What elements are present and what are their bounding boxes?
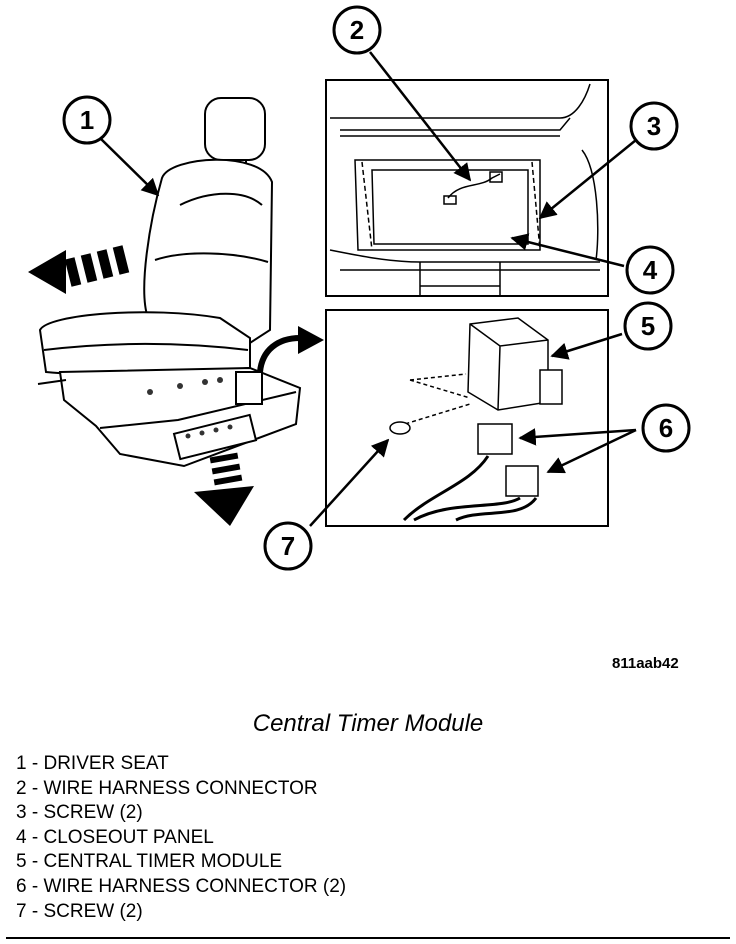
- legend-item: 1 - DRIVER SEAT: [16, 752, 346, 777]
- legend-item-number: 1: [16, 753, 27, 774]
- legend-item-text: CENTRAL TIMER MODULE: [43, 851, 283, 873]
- legend-item: 4 - CLOSEOUT PANEL: [16, 826, 346, 851]
- legend-separator: -: [26, 802, 44, 824]
- downward-direction-arrow: [194, 452, 254, 526]
- callout-6-label: 6: [659, 413, 673, 443]
- callout-4: 4: [625, 245, 675, 295]
- leader-line-2: [369, 51, 472, 182]
- legend-item-number: 5: [16, 851, 27, 873]
- legend-item-text: SCREW (2): [43, 802, 143, 824]
- legend-separator: -: [26, 900, 44, 922]
- legend-separator: -: [26, 777, 44, 799]
- timer-module-drawing: [389, 317, 563, 522]
- legend-item-number: 4: [16, 826, 27, 848]
- legend-item-text: WIRE HARNESS CONNECTOR: [43, 777, 318, 799]
- leader-lines: [99, 51, 637, 527]
- leader-line-5: [550, 332, 623, 360]
- curved-pointer-arrowhead: [298, 326, 324, 354]
- legend-list: 1 - DRIVER SEAT 2 - WIRE HARNESS CONNECT…: [16, 752, 346, 924]
- leader-line-7: [309, 438, 390, 527]
- callout-5: 5: [623, 301, 673, 351]
- diagram-illustration: 1 2 3 4 5 6 7: [28, 5, 691, 571]
- legend-item-text: WIRE HARNESS CONNECTOR (2): [43, 875, 347, 897]
- legend-item: 3 - SCREW (2): [16, 801, 346, 826]
- callout-1-label: 1: [80, 105, 94, 135]
- legend-item-text: CLOSEOUT PANEL: [43, 826, 214, 848]
- forward-direction-arrow: [28, 245, 130, 294]
- callout-5-label: 5: [641, 311, 655, 341]
- legend-item: 5 - CENTRAL TIMER MODULE: [16, 850, 346, 875]
- callout-1: 1: [62, 95, 112, 145]
- closeout-panel-drawing: [329, 83, 600, 296]
- legend-item-number: 6: [16, 875, 27, 897]
- inset-timer-module-frame: [325, 309, 609, 527]
- callout-2-label: 2: [350, 15, 364, 45]
- legend-item-text: SCREW (2): [43, 900, 143, 922]
- legend-item: 6 - WIRE HARNESS CONNECTOR (2): [16, 875, 346, 900]
- callout-3: 3: [629, 101, 679, 151]
- legend-item-number: 3: [16, 802, 27, 824]
- legend-item: 2 - WIRE HARNESS CONNECTOR: [16, 777, 346, 802]
- leader-line-3: [538, 139, 637, 220]
- callout-3-label: 3: [647, 111, 661, 141]
- figure-code: 811aab42: [612, 655, 679, 672]
- legend-item-text: DRIVER SEAT: [43, 753, 169, 774]
- legend-item-number: 2: [16, 777, 27, 799]
- leader-line-6a: [518, 428, 637, 446]
- legend-separator: -: [26, 826, 44, 848]
- callout-7-label: 7: [281, 531, 295, 561]
- callout-6: 6: [641, 403, 691, 453]
- legend-item-number: 7: [16, 900, 27, 922]
- bottom-rule: [6, 937, 730, 939]
- legend-item: 7 - SCREW (2): [16, 900, 346, 925]
- leader-line-1: [99, 137, 160, 197]
- legend-separator: -: [26, 851, 44, 873]
- figure-caption: Central Timer Module: [252, 710, 484, 737]
- callout-7: 7: [263, 521, 313, 571]
- legend-separator: -: [26, 875, 44, 897]
- leader-line-6b: [546, 428, 637, 474]
- curved-pointer-arrow: [257, 335, 301, 373]
- leader-line-4: [510, 233, 625, 268]
- legend-separator: -: [26, 753, 44, 774]
- driver-seat-drawing: [37, 97, 302, 468]
- callout-2: 2: [332, 5, 382, 55]
- callout-4-label: 4: [643, 255, 658, 285]
- inset-closeout-panel-frame: [325, 79, 609, 297]
